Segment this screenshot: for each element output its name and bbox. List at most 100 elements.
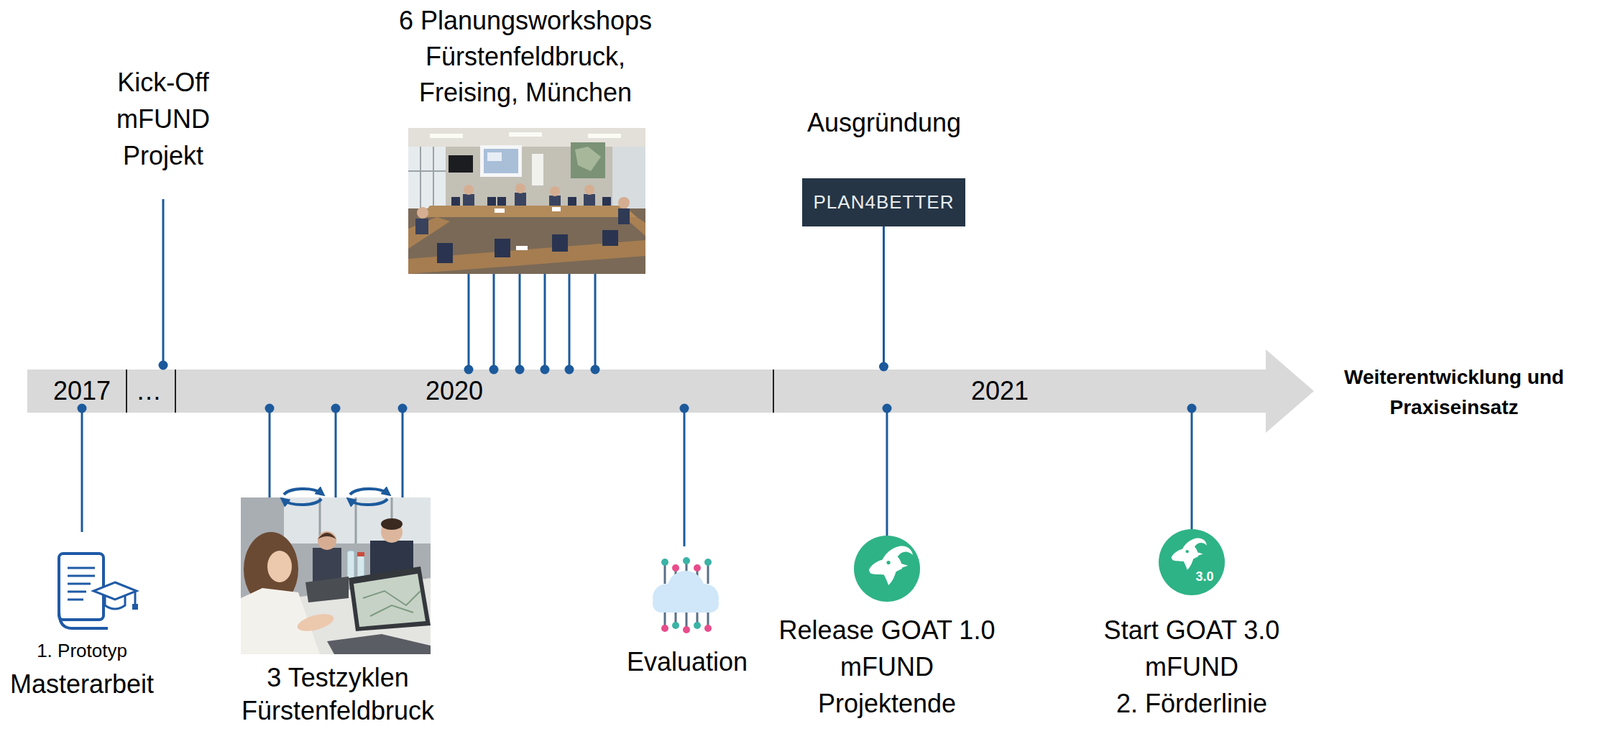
evaluation-icon-part: [661, 558, 669, 566]
workshop-photo-part-part: [549, 186, 560, 197]
timeline-dots-part: [1187, 403, 1197, 414]
testing-photo-part-part: [362, 590, 421, 616]
goat-logo-part-part: [1194, 551, 1204, 557]
timeline-dots-part: [540, 365, 550, 375]
evaluation-icon-part: [672, 564, 680, 572]
goat-logo-part-part: [1171, 537, 1207, 570]
text-line: mFUND: [779, 648, 996, 685]
version-badge: 3.0: [1195, 567, 1214, 586]
timeline-dot: [879, 362, 889, 372]
testing-photo-part-part: [327, 633, 431, 655]
milestone-label: Kick-Off mFUND Projekt: [116, 63, 210, 174]
workshop-photo-part-part: [508, 132, 542, 137]
year-slot: …: [135, 369, 162, 413]
thesis-icon: [58, 553, 139, 629]
text-line: mFUND: [116, 100, 210, 138]
testing-photo-part-part: [240, 497, 431, 655]
text-line: Release GOAT 1.0: [779, 611, 996, 649]
year-divider: [772, 369, 775, 413]
workshop-photo-part-part: [602, 230, 619, 246]
workshop-photo-part-part: [552, 234, 568, 252]
milestone-label: 3 Testzyklen Fürstenfeldbruck: [241, 661, 435, 728]
testing-photo-part-part: [283, 497, 431, 544]
timeline-dots-part: [398, 403, 408, 414]
evaluation-icon-part: [672, 621, 680, 629]
cycle-arrows-part: [283, 498, 322, 505]
outlook-label: Weiterentwicklung und Praxiseinsatz: [1344, 362, 1565, 423]
workshop-photo-part-part: [618, 208, 630, 225]
goat-logo-part-part: [869, 545, 913, 586]
text-line: Projekt: [116, 137, 210, 174]
workshop-photo-part-part: [408, 146, 446, 209]
goat-logo: [1158, 529, 1225, 596]
workshop-photo-part-part: [516, 245, 528, 251]
workshop-photo-part: [408, 127, 646, 274]
timeline-dots: [77, 360, 1197, 414]
evaluation-icon: [652, 557, 719, 634]
evaluation-icon-part: [693, 564, 701, 572]
workshop-photo-part-part: [483, 148, 519, 174]
cycle-arrows-part: [283, 488, 322, 495]
connectors: [879, 226, 889, 372]
goat-logo-part: [1158, 529, 1225, 596]
stem-lines-part: [1191, 408, 1194, 530]
goat-logo-part-part: [897, 562, 909, 569]
milestone-label: Masterarbeit: [10, 666, 154, 703]
workshop-photo-part-part: [494, 208, 505, 213]
logo-box: PLAN4BETTER: [802, 178, 966, 227]
goat-logo-part: [1171, 537, 1207, 570]
label-slot: Masterarbeit: [10, 666, 154, 703]
goat-logo-part: [869, 545, 913, 586]
text-line: 6 Planungsworkshops: [398, 2, 652, 39]
text-line: Fürstenfeldbruck: [241, 694, 435, 728]
year-label: …: [135, 369, 162, 413]
workshop-photo-part-part: [612, 146, 646, 209]
stem-connector: [882, 226, 885, 370]
workshop-photo-part-part: [463, 184, 474, 195]
evaluation-icon-part: [682, 626, 691, 634]
text-line: 2. Förderlinie: [1104, 684, 1281, 722]
testing-photo-part-part: [348, 566, 431, 632]
label-slot: Kick-Off mFUND Projekt: [116, 63, 210, 174]
text-line: Weiterentwicklung und: [1344, 362, 1565, 393]
goat-logo-part: [853, 535, 921, 602]
timeline-dots-part: [158, 360, 169, 371]
workshop-photo-part-part: [487, 152, 502, 162]
testing-photo-part-part: [353, 573, 426, 627]
thesis-icon-part: [67, 567, 95, 600]
testing-photo-part-part: [380, 518, 403, 530]
thesis-icon-part: [58, 610, 108, 629]
timeline-dots-part: [265, 403, 275, 414]
workshop-photo-part-part: [480, 145, 522, 177]
milestone-label: Ausgründung: [807, 104, 962, 141]
label-slot: Start GOAT 3.0 mFUND 2. Förderlinie: [1104, 611, 1281, 722]
timeline-dots-part: [882, 403, 893, 414]
testing-photo-part-part: [305, 576, 349, 603]
stem-lines-part: [269, 408, 403, 498]
testing-photo-part-part: [295, 610, 335, 635]
cycle-arrows-part: [350, 488, 388, 495]
workshop-photo-part-part: [570, 142, 606, 179]
workshop-photo-part-part: [429, 133, 463, 139]
milestone-label: Evaluation: [626, 644, 748, 680]
stem-lines-part: [886, 408, 889, 536]
text-line: Freising, München: [398, 74, 652, 111]
stem-lines-part: [468, 273, 596, 370]
label-slot: 1. Prototyp: [36, 638, 128, 662]
timeline-dots-part: [515, 365, 525, 375]
workshop-photo-part-part: [584, 184, 595, 195]
label-slot: 3 Testzyklen Fürstenfeldbruck: [241, 661, 435, 728]
evaluation-icon-part: [661, 624, 669, 632]
workshop-photo-part-part: [587, 133, 622, 139]
timeline-dots-part: [679, 403, 690, 414]
evaluation-icon-part: [652, 595, 719, 613]
cycle-arrows: [283, 488, 388, 505]
text-line: 3 Testzyklen: [241, 661, 435, 695]
label-slot: 6 Planungsworkshops Fürstenfeldbruck, Fr…: [398, 2, 652, 111]
label-slot: Release GOAT 1.0 mFUND Projektende: [779, 611, 996, 722]
label-slot: Weiterentwicklung und Praxiseinsatz: [1344, 362, 1565, 423]
logo-text: PLAN4BETTER: [813, 191, 955, 214]
stem-lines-part: [162, 199, 165, 366]
testing-photo-part-part: [317, 532, 337, 540]
